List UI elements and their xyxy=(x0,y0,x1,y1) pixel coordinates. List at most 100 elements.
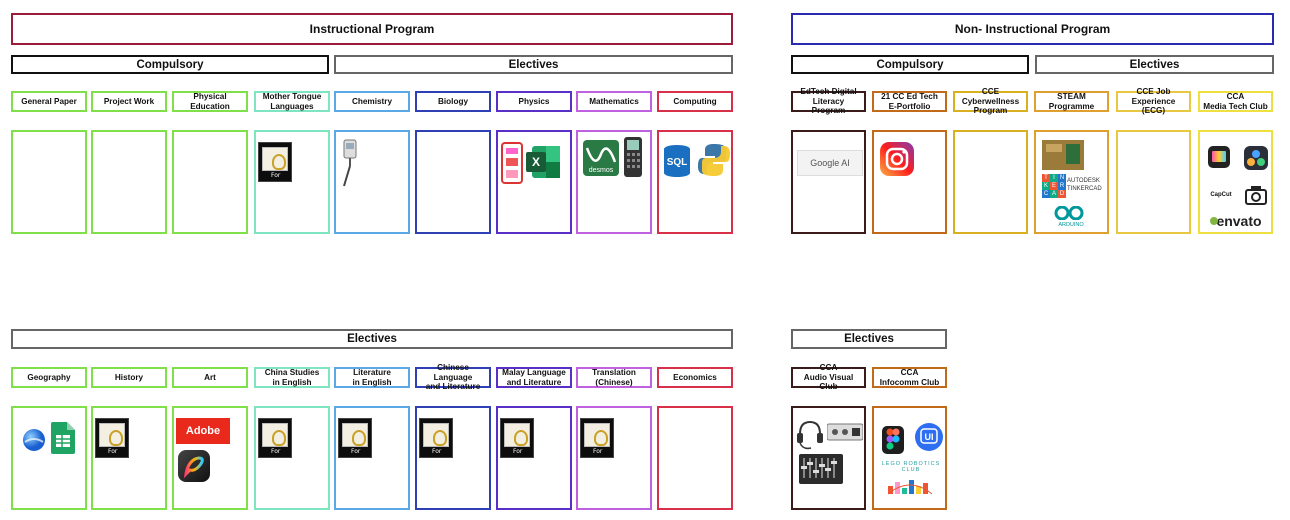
final-cut-pro-icon xyxy=(1208,146,1230,168)
subject-chemistry: Chemistry xyxy=(334,91,410,112)
sql-database-icon xyxy=(664,145,690,177)
subject-box-malay-language-and-literature: For xyxy=(496,406,572,510)
capcut-logo: CapCut xyxy=(1210,192,1232,198)
instagram-icon xyxy=(880,142,914,176)
tinkercad-letter: D xyxy=(1058,190,1066,198)
sql-label: SQL xyxy=(666,156,688,168)
audio-interface-icon xyxy=(827,423,863,441)
activity-cce-cyberwellness-program: CCE Cyberwellness Program xyxy=(953,87,1028,115)
arduino-icon xyxy=(1054,206,1084,220)
book-cover-icon: For xyxy=(258,418,292,458)
subject-box-literature-in-english: For xyxy=(334,406,410,510)
instructional-compulsory-header: Compulsory xyxy=(11,55,329,74)
excel-letter: X xyxy=(531,155,540,169)
subject-box-translation-chinese: For xyxy=(576,406,652,510)
tinkercad-letter: C xyxy=(1042,190,1050,198)
microbit-board-icon xyxy=(1042,140,1084,170)
google-earth-icon xyxy=(23,429,45,451)
subject-economics: Economics xyxy=(657,367,733,388)
lego-robotics-club-label: LEGO ROBOTICS CLUB xyxy=(881,461,941,473)
activity-box-cca-audio-visual-club xyxy=(791,406,866,510)
subject-chinese-language-and-literature: Chinese Language and Literature xyxy=(415,363,491,391)
activity-box-cca-infocomm-club: UI LEGO ROBOTICS CLUB xyxy=(872,406,947,510)
activity-box-edtech-digital-literacy-program: Google AI xyxy=(791,130,866,234)
subject-biology: Biology xyxy=(415,91,491,112)
activity-box-21-cc-ed-tech-e-portfolio xyxy=(872,130,947,234)
python-icon xyxy=(698,144,730,176)
non-instructional-electives-bottom-header: Electives xyxy=(791,329,947,349)
activity-cca-media-tech-club: CCA Media Tech Club xyxy=(1198,91,1273,112)
activity-steam-programme: STEAM Programme xyxy=(1034,91,1109,112)
instructional-electives-bottom-header: Electives xyxy=(11,329,733,349)
tinkercad-letter: N xyxy=(1058,174,1066,182)
adobe-logo: Adobe xyxy=(176,418,230,444)
activity-box-cce-job-experience-ecg xyxy=(1116,130,1191,234)
subject-box-history: For xyxy=(91,406,167,510)
desmos-icon: desmos xyxy=(583,140,619,176)
activity-cce-job-experience-ecg: CCE Job Experience (ECG) xyxy=(1116,87,1191,115)
subject-box-physical-education xyxy=(172,130,248,234)
book-cover-icon: For xyxy=(500,418,534,458)
book-cover-icon: For xyxy=(338,418,372,458)
camera-rig-icon xyxy=(1245,186,1267,205)
tinkercad-letter: I xyxy=(1050,174,1058,182)
tinkercad-letter: R xyxy=(1058,182,1066,190)
subject-box-economics xyxy=(657,406,733,510)
instructional-electives-header: Electives xyxy=(334,55,733,74)
instructional-program-header: Instructional Program xyxy=(11,13,733,45)
google-ai-logo: Google AI xyxy=(797,150,863,176)
ui-design-label: UI xyxy=(924,432,934,442)
non-instructional-compulsory-header: Compulsory xyxy=(791,55,1029,74)
graphing-calculator-icon xyxy=(624,137,642,177)
circuit-board-icon xyxy=(501,142,523,184)
subject-literature-in-english: Literature in English xyxy=(334,367,410,388)
desmos-label: desmos xyxy=(588,166,614,174)
headset-microphone-icon xyxy=(797,420,823,450)
subject-box-chinese-language-and-literature: For xyxy=(415,406,491,510)
subject-box-computing: SQL xyxy=(657,130,733,234)
subject-box-mathematics: desmos xyxy=(576,130,652,234)
subject-mathematics: Mathematics xyxy=(576,91,652,112)
subject-mother-tongue-languages: Mother Tongue Languages xyxy=(254,91,330,112)
tinkercad-letter: E xyxy=(1050,182,1058,190)
activity-edtech-digital-literacy-program: EdTech Digital Literacy Program xyxy=(791,87,866,115)
non-instructional-program-header: Non- Instructional Program xyxy=(791,13,1274,45)
subject-box-mother-tongue-languages: For xyxy=(254,130,330,234)
tinkercad-letter: T xyxy=(1042,174,1050,182)
activity-box-cce-cyberwellness-program xyxy=(953,130,1028,234)
book-cover-icon: For xyxy=(95,418,129,458)
arduino-label: ARDUINO xyxy=(1058,222,1084,228)
tinkercad-letter: K xyxy=(1042,182,1050,190)
tinkercad-letter: A xyxy=(1050,190,1058,198)
subject-box-geography xyxy=(11,406,87,510)
subject-general-paper: General Paper xyxy=(11,91,87,112)
non-instructional-electives-header: Electives xyxy=(1035,55,1274,74)
subject-art: Art xyxy=(172,367,248,388)
subject-box-general-paper xyxy=(11,130,87,234)
activity-cca-audio-visual-club: CCA Audio Visual Club xyxy=(791,363,866,391)
mixing-console-icon xyxy=(799,454,843,484)
procreate-icon xyxy=(178,450,210,482)
autodesk-label: AUTODESK xyxy=(1067,177,1100,184)
activity-21-cc-ed-tech-e-portfolio: 21 CC Ed Tech E-Portfolio xyxy=(872,91,947,112)
subject-box-biology xyxy=(415,130,491,234)
subject-physical-education: Physical Education xyxy=(172,91,248,112)
subject-geography: Geography xyxy=(11,367,87,388)
subject-malay-language-and-literature: Malay Language and Literature xyxy=(496,367,572,388)
activity-cca-infocomm-club: CCA Infocomm Club xyxy=(872,367,947,388)
subject-box-art: Adobe xyxy=(172,406,248,510)
book-cover-icon: For xyxy=(419,418,453,458)
subject-china-studies-in-english: China Studies in English xyxy=(254,367,330,388)
subject-box-chemistry xyxy=(334,130,410,234)
subject-translation-chinese: Translation (Chinese) xyxy=(576,367,652,388)
ui-design-icon xyxy=(915,423,943,451)
subject-computing: Computing xyxy=(657,91,733,112)
subject-project-work: Project Work xyxy=(91,91,167,112)
book-cover-icon: For xyxy=(580,418,614,458)
subject-box-physics: X xyxy=(496,130,572,234)
tinkercad-label: TINKERCAD xyxy=(1067,185,1102,192)
figma-icon xyxy=(882,426,904,454)
